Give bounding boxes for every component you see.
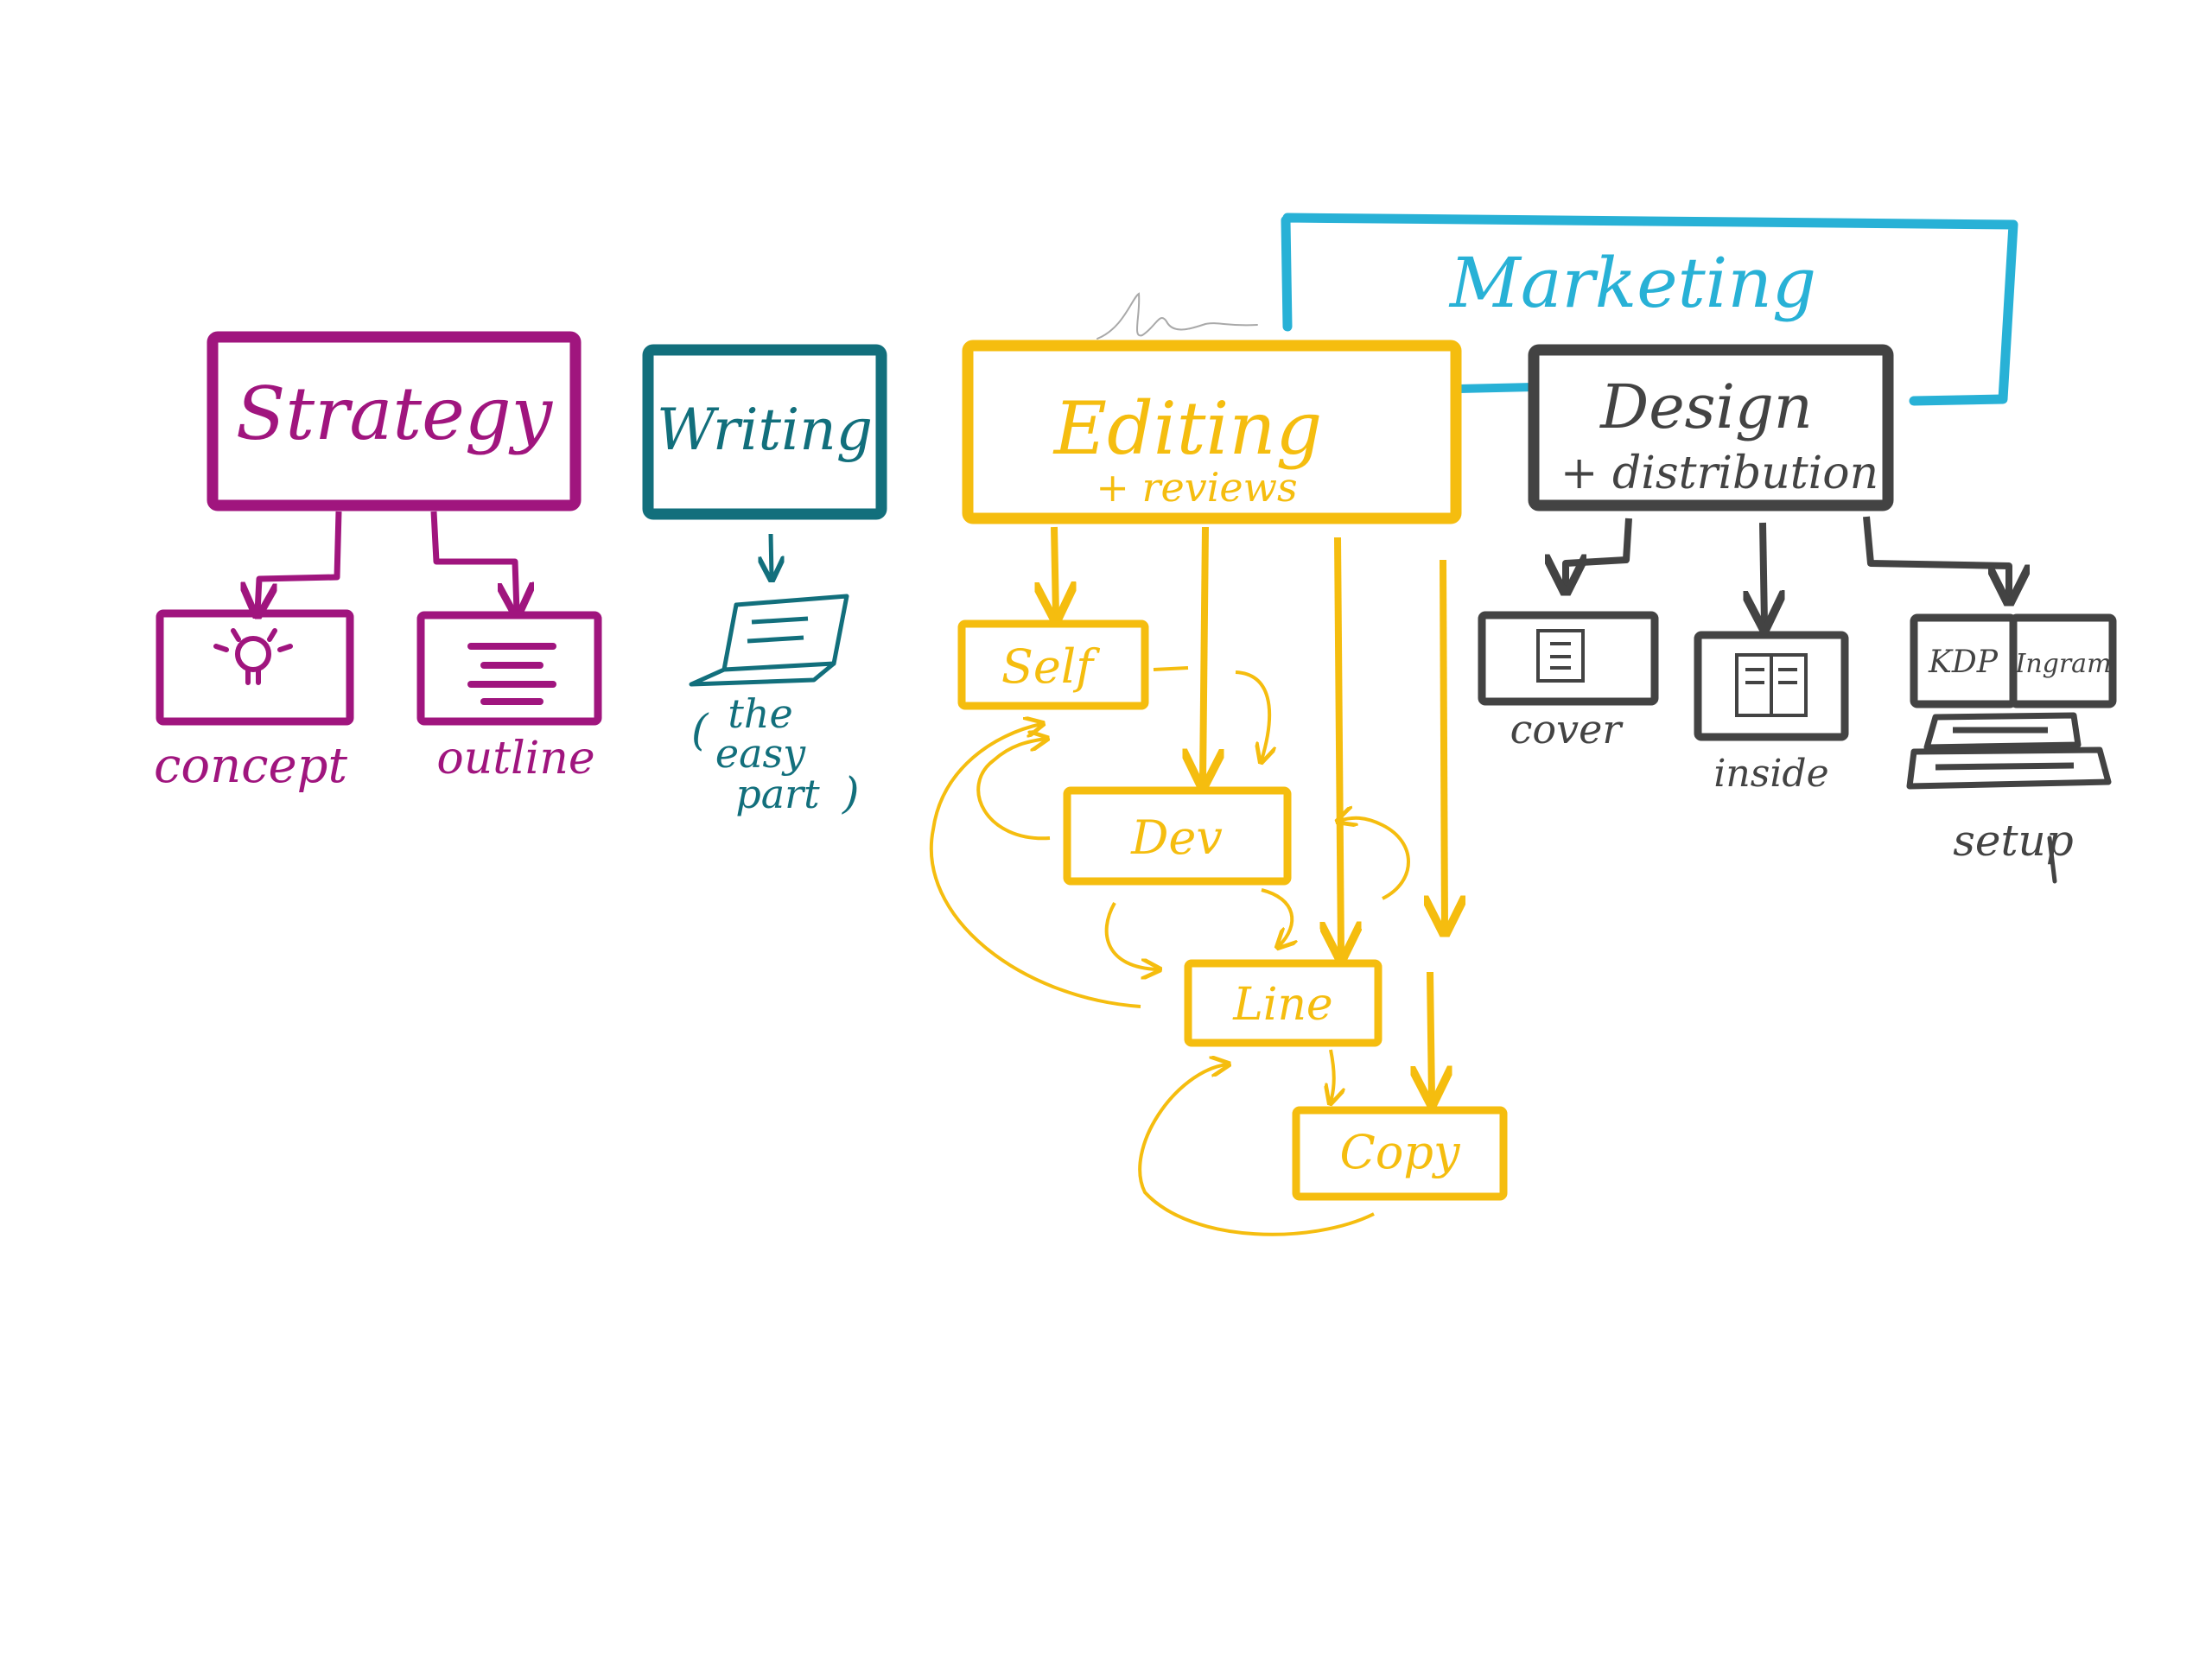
strategy-label: Strategy [236, 372, 554, 456]
editing-arrow-to-copy [1443, 559, 1445, 929]
editing-stage-copy-box [1292, 1106, 1508, 1201]
editing-stage-dev-box [1063, 786, 1292, 886]
editing-label: Editing [1052, 386, 1322, 471]
editing-arrow-to-line [1338, 537, 1341, 955]
cover-box [1478, 611, 1659, 706]
dev-to-line-loop-arrow [1104, 902, 1158, 969]
outline-box [416, 611, 602, 726]
editing-stage-self-label: Self [1001, 639, 1100, 694]
design-box [1528, 344, 1894, 511]
inside-label: inside [1713, 752, 1828, 796]
marketing-label: Marketing [1448, 243, 1816, 323]
outline-label: outline [436, 733, 594, 785]
editing-arrow-to-copy-lower [1430, 971, 1432, 1099]
editing-stage-dev-label: Dev [1130, 810, 1223, 865]
writing-note-line-1: the [728, 690, 792, 737]
strategy-arrow-concept [257, 511, 342, 612]
inside-page-icon [1735, 653, 1808, 717]
writing-note-close: ) [842, 768, 860, 818]
marketing-bracket [1281, 213, 2018, 406]
line-side-loop [1339, 818, 1410, 900]
self-to-dev-arrow [1153, 666, 1269, 760]
design-group: Design + distribution cover inside KDP I… [1478, 344, 2117, 884]
dev-to-line-arrow [1261, 888, 1292, 946]
editing-stage-line-label: Line [1232, 979, 1332, 1031]
marketing-connector [1454, 383, 1538, 393]
design-arrow-cover [1566, 518, 1632, 588]
editing-stage-line-box [1184, 959, 1382, 1047]
setup-box-ingram [2009, 613, 2117, 708]
setup-label-tail [2047, 835, 2057, 884]
strategy-group: Strategy concept outline [154, 331, 602, 794]
editing-stage-copy-label: Copy [1340, 1125, 1461, 1179]
editing-arrow-to-self [1054, 526, 1056, 615]
editing-sublabel: + reviews [1096, 464, 1297, 511]
writing-note-open: ( [691, 705, 709, 755]
concept-box [156, 609, 354, 726]
laptop-icon [689, 594, 849, 687]
strategy-arrow-outline [430, 511, 517, 612]
design-sublabel: + distribution [1560, 448, 1878, 499]
dev-feedback-loop [976, 739, 1050, 841]
setup-label: setup [1953, 816, 2074, 866]
cover-label: cover [1510, 706, 1624, 753]
copy-feedback-loop [1138, 1064, 1375, 1236]
editing-arrow-to-dev [1203, 526, 1205, 782]
concept-label: concept [154, 738, 347, 794]
outline-lines-icon [467, 643, 556, 705]
cover-icon [1536, 629, 1585, 683]
writing-arrow [771, 533, 772, 577]
editing-group: Editing + reviews Self Dev Line Copy [930, 340, 1508, 1236]
setup-stack-icon [1906, 712, 2112, 790]
setup-tag-ingram: Ingram [2014, 649, 2111, 679]
writing-box [642, 344, 887, 520]
lightbulb-icon [213, 628, 293, 685]
writing-label: Writing [657, 397, 873, 463]
writing-note-line-2: easy [715, 730, 806, 777]
design-arrow-inside [1763, 522, 1764, 624]
design-arrow-setup [1863, 516, 2009, 598]
writing-group: Writing ( the easy part ) [642, 344, 887, 818]
line-to-copy-arrow [1331, 1049, 1334, 1102]
inside-box [1694, 631, 1849, 741]
writing-note-line-3: part [735, 771, 820, 817]
line-feedback-loop [930, 724, 1141, 1008]
marketing-group: Marketing [1281, 213, 2018, 406]
design-label: Design [1599, 372, 1813, 442]
setup-tag-kdp: KDP [1928, 645, 1999, 680]
signature-scribble [1096, 292, 1258, 340]
strategy-box [207, 331, 582, 511]
editing-box [962, 340, 1462, 524]
